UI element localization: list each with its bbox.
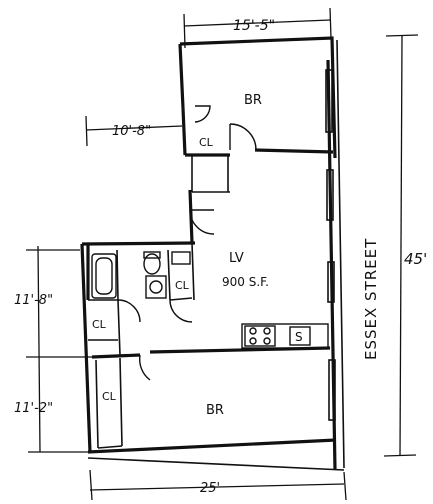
toilet [143,253,161,275]
closet-bottom-label: CL [102,390,117,403]
dim-top-width: 15'-5" [233,18,275,34]
closet-top-label: CL [199,136,214,149]
street-windows [325,69,336,421]
bedroom-bottom-label: BR [206,403,224,418]
door-swings [117,105,257,381]
kitchen-sink [289,326,311,346]
bathtub [91,253,117,299]
dim-overall-height: 45' [404,250,427,268]
bedroom-top-label: BR [244,93,262,108]
closet-bath-label: CL [175,279,190,292]
closet-left-label: CL [92,318,107,331]
bathroom-fixtures [91,251,191,299]
kitchen-sink-mark: S [295,330,303,344]
dim-top-left-width: 10'-8" [112,124,151,139]
stove [244,325,276,347]
street-label: ESSEX STREET [362,238,380,360]
dim-bottom-width: 25' [200,481,220,496]
kitchen [241,323,329,349]
dimension-lines [26,7,419,501]
dim-left-upper: 11'-8" [14,293,53,308]
bath-sink [145,275,167,299]
dim-left-lower: 11'-2" [14,401,53,416]
living-label: LV [229,251,244,266]
exterior-walls [80,36,345,471]
living-area-label: 900 S.F. [222,275,269,289]
